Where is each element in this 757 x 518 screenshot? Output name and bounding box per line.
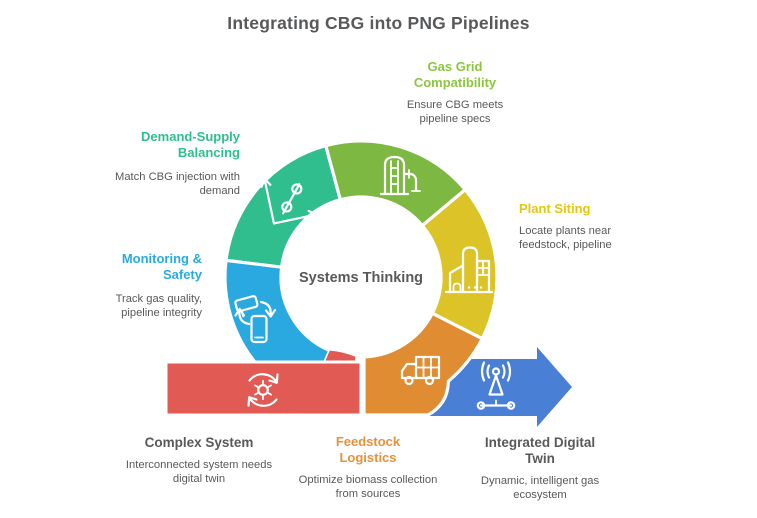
section-digital-twin-desc: Dynamic, intelligent gas ecosystem	[480, 475, 600, 501]
cctv-phone-icon	[234, 295, 277, 344]
section-feedstock-desc: Optimize biomass collection from sources	[298, 474, 438, 500]
section-gas-grid-desc: Ensure CBG meets pipeline specs	[406, 99, 504, 125]
section-monitoring-desc: Track gas quality, pipeline integrity	[115, 293, 202, 319]
section-demand-supply-desc: Match CBG injection with demand	[115, 171, 240, 197]
page-title: Integrating CBG into PNG Pipelines	[227, 13, 530, 33]
truck-icon	[400, 355, 441, 386]
line-chart-icon	[260, 177, 319, 225]
section-plant-siting-title: Plant Siting	[519, 201, 591, 216]
silo-pipe-icon	[379, 155, 421, 196]
section-plant-siting-desc: Locate plants near feedstock, pipeline	[519, 225, 612, 251]
section-feedstock: Feedstock Logistics Optimize biomass col…	[298, 434, 438, 501]
complex-system-band	[164, 360, 363, 417]
section-gas-grid-title: Gas Grid Compatibility	[413, 59, 497, 90]
section-monitoring: Monitoring & Safety Track gas quality, p…	[82, 251, 202, 320]
section-digital-twin-title: Integrated Digital Twin	[484, 435, 596, 466]
gear-cycle-icon	[247, 373, 279, 407]
section-monitoring-title: Monitoring & Safety	[121, 251, 202, 282]
section-feedstock-title: Feedstock Logistics	[335, 434, 401, 465]
section-demand-supply-title: Demand-Supply Balancing	[141, 129, 240, 160]
section-demand-supply: Demand-Supply Balancing Match CBG inject…	[90, 129, 240, 198]
section-digital-twin: Integrated Digital Twin Dynamic, intelli…	[460, 435, 620, 502]
section-complex-system: Complex System Interconnected system nee…	[99, 435, 299, 486]
factory-icon	[444, 246, 494, 294]
section-complex-system-title: Complex System	[144, 435, 254, 450]
section-gas-grid: Gas Grid Compatibility Ensure CBG meets …	[385, 59, 525, 126]
section-plant-siting: Plant Siting Locate plants near feedstoc…	[519, 201, 649, 252]
antenna-network-icon	[476, 361, 516, 410]
section-complex-system-desc: Interconnected system needs digital twin	[125, 459, 273, 485]
center-label: Systems Thinking	[298, 270, 424, 286]
